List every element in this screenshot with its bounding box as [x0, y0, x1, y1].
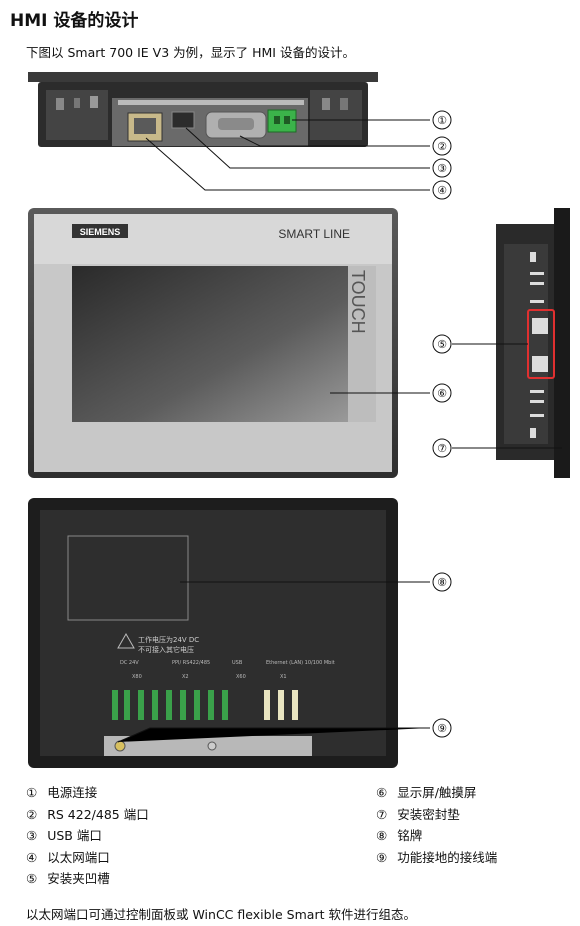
product-line-label: SMART LINE [278, 227, 350, 241]
legend-item: ② RS 422/485 端口 [26, 804, 149, 826]
legend-number: ③ [26, 828, 38, 843]
legend-text: 显示屏/触摸屏 [397, 785, 477, 800]
legend-left: ① 电源连接 ② RS 422/485 端口 ③ USB 端口 ④ 以太网端口 ⑤ 安装夹… [26, 782, 149, 890]
svg-text:③: ③ [437, 162, 447, 175]
legend-item: ① 电源连接 [26, 782, 149, 804]
legend-text: 安装夹凹槽 [47, 871, 110, 886]
top-view [28, 72, 378, 147]
front-view: SIEMENS SMART LINE TOUCH [28, 208, 398, 478]
rear-port-label-4: Ethernet (LAN) 10/100 Mbit [266, 660, 335, 666]
callout-1: ① [432, 110, 452, 130]
rear-port-label-3: USB [232, 660, 243, 666]
callout-5: ⑤ [432, 334, 452, 354]
legend-text: 电源连接 [47, 785, 98, 800]
rear-port-id-4: X1 [280, 674, 287, 680]
usb-port-graphic [171, 111, 195, 129]
intro-text: 下图以 Smart 700 IE V3 为例，显示了 HMI 设备的设计。 [26, 45, 355, 60]
legend-item: ⑥ 显示屏/触摸屏 [376, 782, 497, 804]
callout-3: ③ [432, 158, 452, 178]
brand-logo: SIEMENS [80, 227, 121, 237]
legend-number: ⑤ [26, 871, 38, 886]
callout-7: ⑦ [432, 438, 452, 458]
rear-port-label-2: PPI/ RS422/485 [172, 660, 210, 666]
legend-text: 功能接地的接线端 [397, 849, 498, 865]
svg-text:②: ② [437, 140, 447, 153]
legend-text: 以太网端口 [47, 849, 110, 865]
legend-item: ⑦ 安装密封垫 [376, 804, 497, 826]
legend-text: 铭牌 [397, 828, 423, 843]
legend-number: ② [26, 806, 38, 822]
rear-port-id-1: X80 [132, 674, 142, 680]
callout-2: ② [432, 136, 452, 156]
footer-note: 以太网端口可通过控制面板或 WinCC flexible Smart 软件进行组… [26, 907, 416, 922]
legend-item: ⑧ 铭牌 [376, 825, 497, 847]
svg-text:⑦: ⑦ [437, 442, 447, 455]
callout-8: ⑧ [432, 572, 452, 592]
callout-6: ⑥ [432, 383, 452, 403]
page-title: HMI 设备的设计 [10, 11, 139, 31]
nameplate-area [67, 535, 189, 621]
legend-text: USB 端口 [47, 828, 102, 843]
hmi-device-diagram: SIEMENS SMART LINE TOUCH 工作电压为24V DC 不可接… [28, 72, 570, 768]
svg-text:⑤: ⑤ [437, 338, 447, 351]
callout-4: ④ [432, 180, 452, 200]
legend-item: ⑨ 功能接地的接线端 [376, 847, 497, 869]
touch-label: TOUCH [348, 270, 368, 334]
svg-text:①: ① [437, 114, 447, 127]
legend-number: ④ [26, 849, 38, 865]
svg-text:⑥: ⑥ [437, 387, 447, 400]
svg-text:⑨: ⑨ [437, 722, 447, 735]
rear-warning-line2: 不可接入其它电压 [138, 645, 194, 654]
power-connector-graphic [267, 109, 297, 133]
legend-number: ⑨ [376, 849, 388, 865]
svg-text:⑧: ⑧ [437, 576, 447, 589]
legend-number: ① [26, 785, 38, 800]
legend-item: ③ USB 端口 [26, 825, 149, 847]
rear-view: 工作电压为24V DC 不可接入其它电压 DC 24V PPI/ RS422/4… [28, 498, 398, 768]
side-view [496, 208, 570, 478]
legend-text: RS 422/485 端口 [47, 806, 149, 822]
legend-text: 安装密封垫 [397, 806, 460, 822]
rear-port-label-1: DC 24V [120, 660, 139, 666]
legend-number: ⑦ [376, 806, 388, 822]
rear-port-id-2: X2 [182, 674, 189, 680]
legend-item: ⑤ 安装夹凹槽 [26, 868, 149, 890]
rear-warning-line1: 工作电压为24V DC [138, 635, 199, 644]
legend-number: ⑧ [376, 828, 388, 843]
legend-right: ⑥ 显示屏/触摸屏 ⑦ 安装密封垫 ⑧ 铭牌 ⑨ 功能接地的接线端 [376, 782, 497, 868]
svg-text:④: ④ [437, 184, 447, 197]
legend-item: ④ 以太网端口 [26, 847, 149, 869]
legend-number: ⑥ [376, 785, 388, 800]
rear-port-id-3: X60 [236, 674, 246, 680]
display-screen [72, 266, 348, 422]
callout-9: ⑨ [432, 718, 452, 738]
